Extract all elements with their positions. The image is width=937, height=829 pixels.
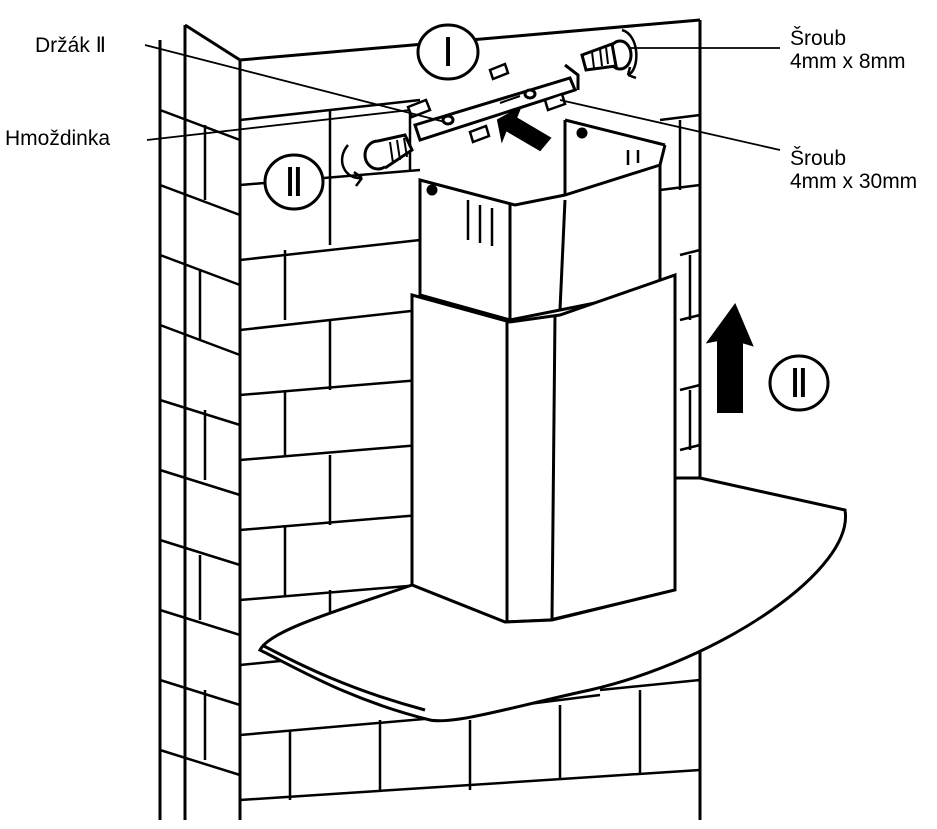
rotation-arrows <box>340 28 638 187</box>
hood-canopy <box>257 476 847 723</box>
step-1-label: Ⅰ <box>442 30 454 75</box>
step-badge-2-left: Ⅱ <box>263 153 325 211</box>
vent-slots <box>466 150 640 246</box>
screw-small-name: Šroub <box>790 27 846 50</box>
screw-small-size: 4mm x 8mm <box>790 50 906 73</box>
anchor-leader <box>146 109 411 141</box>
anchor-top <box>488 62 510 81</box>
chimney-hole-right <box>576 127 588 139</box>
anchor-small <box>468 124 491 144</box>
bracket-leader <box>144 44 446 123</box>
screw-small-icon <box>580 39 633 72</box>
chimney-lower-section <box>410 272 677 624</box>
anchor-label: Hmoždinka <box>5 127 110 150</box>
wall-anchors <box>406 62 567 144</box>
left-brick-face <box>159 108 241 777</box>
lift-arrow-up <box>705 302 754 413</box>
screw-large-icon <box>363 133 414 171</box>
chimney-hole-left <box>426 184 438 196</box>
screw-large-leader <box>559 99 781 151</box>
brick-wall <box>158 18 702 820</box>
screw-large-size: 4mm x 30mm <box>790 170 917 193</box>
mounting-bracket <box>413 63 580 142</box>
step-badge-2-right: Ⅱ <box>768 354 830 412</box>
step-2-right-label: Ⅱ <box>789 361 809 406</box>
push-arrow-diagonal <box>496 105 552 152</box>
leader-lines <box>144 44 781 151</box>
step-2-left-label: Ⅱ <box>284 160 304 205</box>
step-badge-1: Ⅰ <box>416 23 480 81</box>
bracket-label: Držák Ⅱ <box>35 34 106 57</box>
screw-large-name: Šroub <box>790 147 846 170</box>
callout-labels: Držák Ⅱ Hmoždinka Šroub 4mm x 8mm Šroub … <box>5 27 917 193</box>
anchor-mid <box>543 92 567 112</box>
